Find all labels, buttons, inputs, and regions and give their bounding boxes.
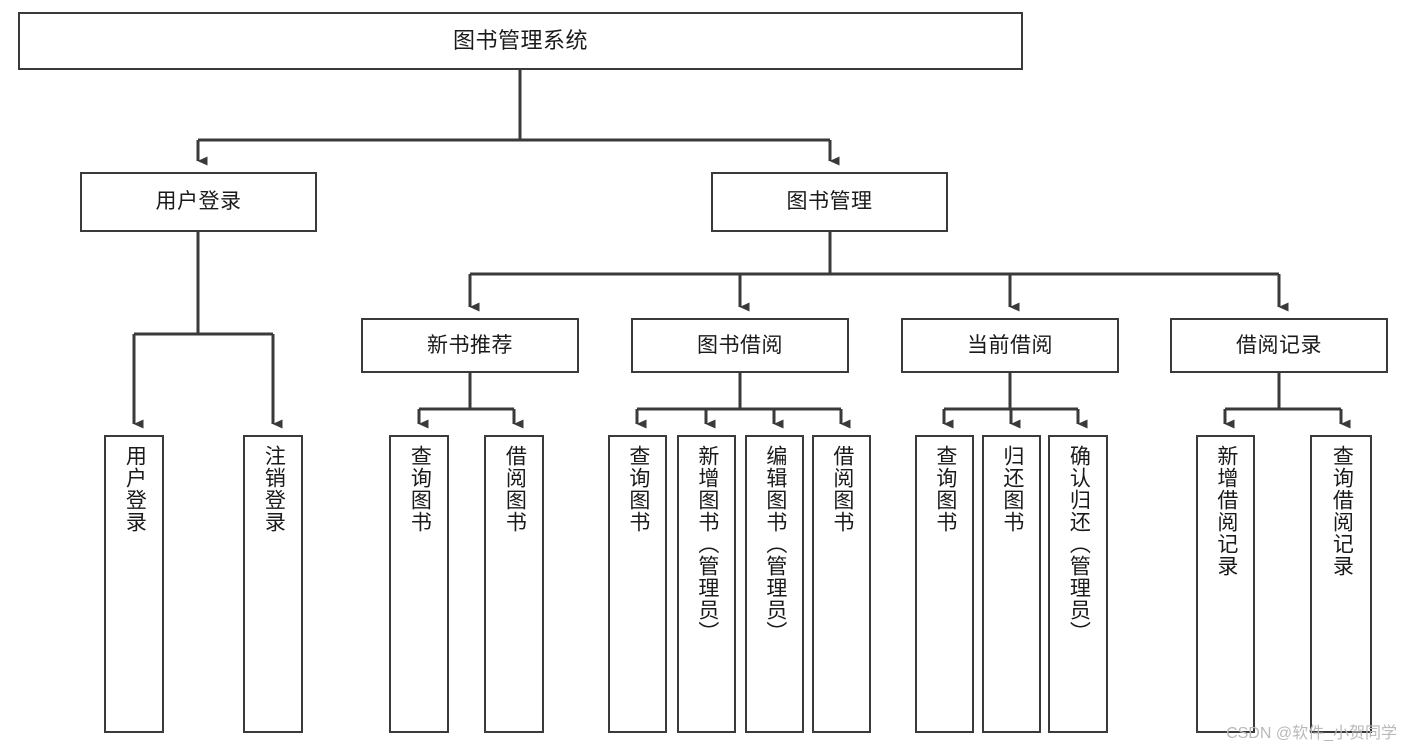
node-leaf-borrow-book: 借阅图书 <box>812 435 871 733</box>
node-new-book-rec: 新书推荐 <box>361 318 579 373</box>
node-label: 借阅图书 <box>503 445 527 533</box>
node-label: 借阅图书 <box>830 445 854 533</box>
node-leaf-borrow-book-rec: 借阅图书 <box>484 435 544 733</box>
node-label: 借阅记录 <box>1236 333 1322 357</box>
node-book-manage: 图书管理 <box>711 172 948 232</box>
node-label: 用户登录 <box>123 445 147 533</box>
node-leaf-add-book: 新增图书（管理员） <box>677 435 736 733</box>
node-user-login: 用户登录 <box>80 172 317 232</box>
node-label: 确认归还（管理员） <box>1067 445 1091 643</box>
node-root: 图书管理系统 <box>18 12 1023 70</box>
node-leaf-user-login: 用户登录 <box>104 435 164 733</box>
node-label: 用户登录 <box>155 190 242 214</box>
node-leaf-confirm-return: 确认归还（管理员） <box>1048 435 1108 733</box>
node-leaf-query-book-cur: 查询图书 <box>915 435 974 733</box>
node-leaf-edit-book: 编辑图书（管理员） <box>745 435 804 733</box>
node-label: 查询图书 <box>933 445 957 533</box>
node-label: 新增图书（管理员） <box>695 445 719 643</box>
node-leaf-query-book-rec: 查询图书 <box>389 435 449 733</box>
node-borrow-record: 借阅记录 <box>1170 318 1388 373</box>
node-label: 当前借阅 <box>967 333 1053 357</box>
node-leaf-return-book: 归还图书 <box>982 435 1041 733</box>
node-label: 查询借阅记录 <box>1330 445 1354 577</box>
node-label: 编辑图书（管理员） <box>763 445 787 643</box>
node-leaf-add-record: 新增借阅记录 <box>1196 435 1255 733</box>
node-label: 新增借阅记录 <box>1214 445 1238 577</box>
node-label: 查询图书 <box>626 445 650 533</box>
node-label: 图书管理 <box>786 190 873 214</box>
node-label: 图书管理系统 <box>452 27 588 53</box>
node-book-borrow: 图书借阅 <box>631 318 849 373</box>
node-label: 注销登录 <box>262 445 286 533</box>
node-current-borrow: 当前借阅 <box>901 318 1119 373</box>
node-label: 查询图书 <box>408 445 432 533</box>
node-label: 图书借阅 <box>697 333 783 357</box>
node-leaf-query-book-borrow: 查询图书 <box>608 435 667 733</box>
node-label: 归还图书 <box>1000 445 1024 533</box>
node-leaf-user-logout: 注销登录 <box>243 435 303 733</box>
node-leaf-query-record: 查询借阅记录 <box>1310 435 1372 733</box>
node-label: 新书推荐 <box>427 333 513 357</box>
